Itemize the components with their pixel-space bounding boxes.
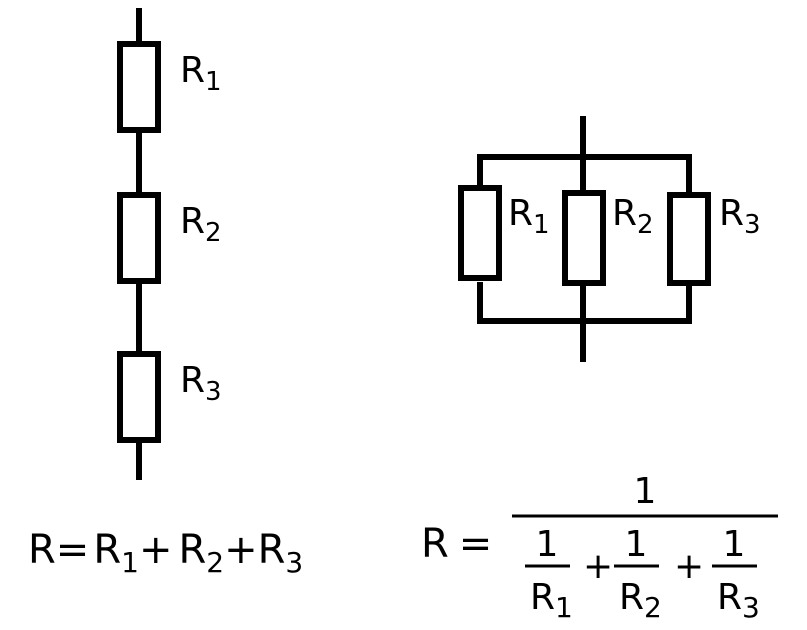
parallel-label-2: R2 <box>612 193 654 240</box>
series-formula: R=R1+R2+R3 <box>28 527 303 579</box>
parallel-resistor-3 <box>667 192 711 286</box>
parallel-resistor-2 <box>562 190 606 286</box>
series-label-2: R2 <box>180 201 222 248</box>
parallel-formula-lhs: R= <box>421 521 492 567</box>
parallel-numerator: 1 <box>634 471 657 512</box>
series-label-1: R1 <box>180 50 222 97</box>
parallel-label-3: R3 <box>719 193 761 240</box>
series-resistor-2 <box>117 192 161 284</box>
fraction-3-denominator: R3 <box>717 577 760 624</box>
fraction-1-denominator: R1 <box>530 577 573 624</box>
fraction-2-denominator: R2 <box>619 577 662 624</box>
series-label-3: R3 <box>180 360 222 407</box>
parallel-bottom-bus <box>477 282 692 324</box>
parallel-label-1: R1 <box>508 193 550 240</box>
plus-sign-2: + <box>674 546 704 587</box>
fraction-3-numerator: 1 <box>723 524 746 565</box>
fraction-2-numerator: 1 <box>625 524 648 565</box>
series-resistor-3 <box>117 351 161 443</box>
plus-sign-1: + <box>583 546 613 587</box>
series-resistor-1 <box>117 41 161 133</box>
parallel-top-bus <box>477 154 692 195</box>
parallel-resistor-1 <box>458 185 502 281</box>
fraction-1-numerator: 1 <box>536 524 559 565</box>
